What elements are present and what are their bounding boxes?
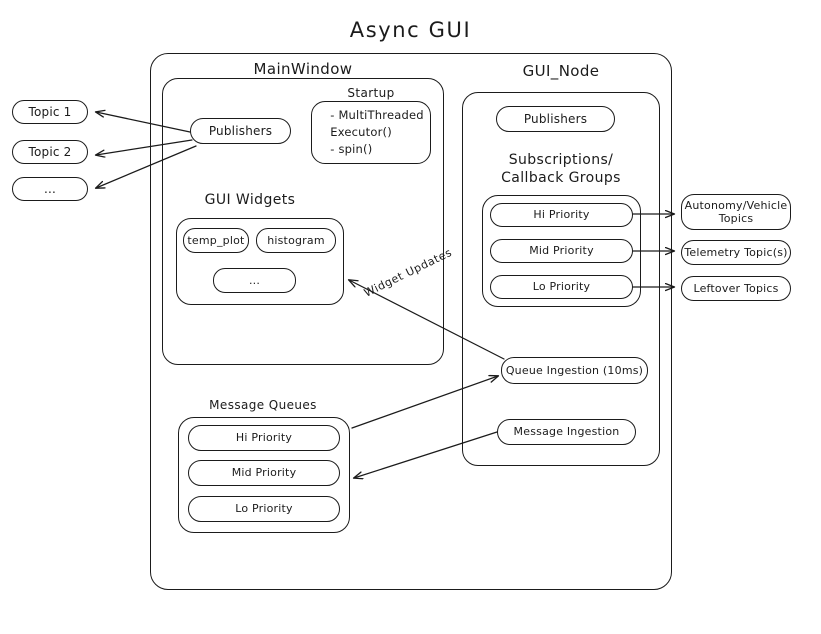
- topic-box-more[interactable]: ...: [12, 177, 88, 201]
- message-queue-hi-priority-label: Hi Priority: [235, 431, 293, 445]
- widget-histogram[interactable]: histogram: [256, 228, 336, 253]
- subscription-mid-priority-label: Mid Priority: [529, 244, 594, 258]
- widget-temp-plot[interactable]: temp_plot: [183, 228, 249, 253]
- message-queue-mid-priority[interactable]: Mid Priority: [188, 460, 340, 486]
- right-topic-leftover-label: Leftover Topics: [693, 281, 779, 295]
- startup-box: - MultiThreaded Executor() - spin(): [311, 101, 431, 164]
- topic-box-more-label: ...: [43, 181, 57, 196]
- topic-box-1-label: Topic 1: [28, 104, 72, 119]
- message-queues-container: [178, 417, 350, 533]
- message-queue-hi-priority[interactable]: Hi Priority: [188, 425, 340, 451]
- topic-box-2[interactable]: Topic 2: [12, 140, 88, 164]
- main-window-publishers[interactable]: Publishers: [190, 118, 291, 144]
- right-topic-autonomy-vehicle[interactable]: Autonomy/Vehicle Topics: [681, 194, 791, 230]
- subscription-lo-priority-label: Lo Priority: [532, 280, 591, 294]
- subscription-lo-priority[interactable]: Lo Priority: [490, 275, 633, 299]
- gui-node-heading: GUI_Node: [522, 62, 600, 80]
- right-topic-telemetry-label: Telemetry Topic(s): [684, 245, 788, 259]
- widget-temp-plot-label: temp_plot: [187, 233, 245, 247]
- gui-node-publishers-label: Publishers: [523, 111, 588, 126]
- main-window-publishers-label: Publishers: [208, 123, 273, 138]
- queue-ingestion-label: Queue Ingestion (10ms): [505, 363, 644, 377]
- diagram-title: Async GUI: [349, 18, 472, 42]
- message-queues-heading: Message Queues: [209, 398, 317, 412]
- queue-ingestion-box[interactable]: Queue Ingestion (10ms): [501, 357, 648, 384]
- gui-node-publishers[interactable]: Publishers: [496, 106, 615, 132]
- startup-items: - MultiThreaded Executor() - spin(): [330, 107, 424, 157]
- subscription-hi-priority[interactable]: Hi Priority: [490, 203, 633, 227]
- subscriptions-heading: Subscriptions/ Callback Groups: [501, 152, 621, 186]
- main-window-heading: MainWindow: [253, 60, 353, 78]
- message-ingestion-label: Message Ingestion: [513, 425, 620, 439]
- main-window-container: [162, 78, 444, 365]
- message-queue-lo-priority-label: Lo Priority: [235, 502, 293, 516]
- startup-heading: Startup: [347, 86, 395, 100]
- subscription-mid-priority[interactable]: Mid Priority: [490, 239, 633, 263]
- gui-node-container: [462, 92, 660, 466]
- subscription-hi-priority-label: Hi Priority: [533, 208, 590, 222]
- async-gui-outer-container: [150, 53, 672, 590]
- right-topic-leftover[interactable]: Leftover Topics: [681, 276, 791, 301]
- widget-histogram-label: histogram: [267, 233, 325, 247]
- gui-widgets-container: [176, 218, 344, 305]
- message-queue-lo-priority[interactable]: Lo Priority: [188, 496, 340, 522]
- right-topic-autonomy-vehicle-label: Autonomy/Vehicle Topics: [684, 198, 788, 225]
- message-queue-mid-priority-label: Mid Priority: [231, 466, 297, 480]
- widget-more-label: ...: [248, 273, 261, 287]
- widget-more[interactable]: ...: [213, 268, 296, 293]
- message-ingestion-box[interactable]: Message Ingestion: [497, 419, 636, 445]
- topic-box-2-label: Topic 2: [28, 144, 72, 159]
- topic-box-1[interactable]: Topic 1: [12, 100, 88, 124]
- right-topic-telemetry[interactable]: Telemetry Topic(s): [681, 240, 791, 265]
- gui-widgets-heading: GUI Widgets: [204, 192, 296, 208]
